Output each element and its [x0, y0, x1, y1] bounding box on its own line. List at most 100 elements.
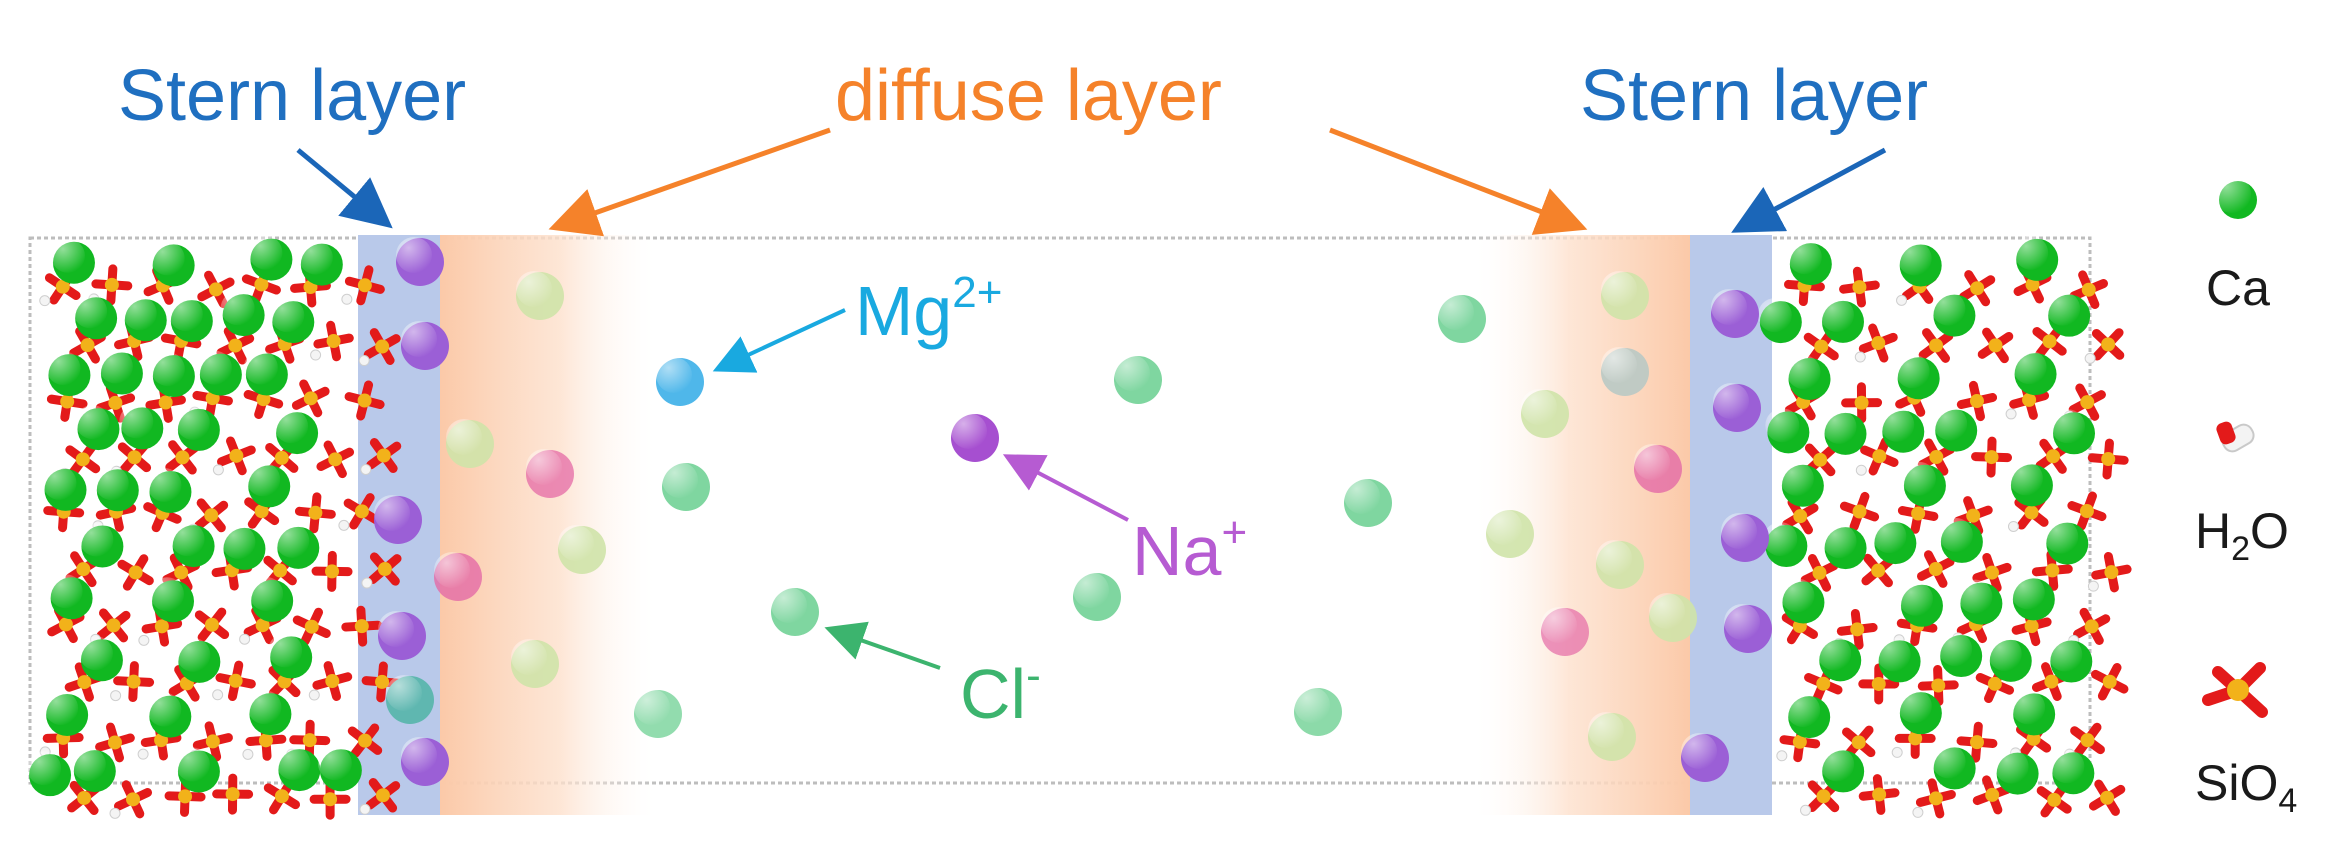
- left-slab-hydrogen-atom: [308, 689, 320, 701]
- left-slab-hydrogen-atom: [138, 634, 150, 646]
- na-ion-highlight: [1721, 513, 1757, 549]
- right-slab-calcium-highlight: [1898, 581, 1933, 616]
- right-slab-silicon-atom: [1969, 735, 1984, 750]
- left-slab-calcium-highlight: [275, 523, 310, 558]
- left-slab-hydrogen-atom: [359, 803, 371, 815]
- left-slab-hydrogen-atom: [310, 349, 322, 361]
- right-slab-silicon-atom: [1929, 338, 1944, 353]
- left-slab-silicon-atom: [256, 392, 271, 407]
- left-slab-silicon-atom: [158, 395, 173, 410]
- left-slab-silicon-atom: [126, 674, 141, 689]
- cl-label-base: Cl: [960, 655, 1026, 733]
- right-slab-calcium-highlight: [1820, 747, 1855, 782]
- right-slab-calcium-highlight: [2011, 690, 2046, 725]
- right-slab-silicon-atom: [1872, 449, 1887, 464]
- left-slab-calcium-highlight: [71, 747, 106, 782]
- left-slab-silicon-atom: [127, 450, 142, 465]
- left-slab-silicon-atom: [254, 504, 269, 519]
- na-label: Na+: [1132, 508, 1247, 590]
- left-slab-silicon-atom: [104, 277, 119, 292]
- left-slab-silicon-atom: [375, 339, 390, 354]
- na-ion-highlight: [378, 611, 414, 647]
- right-slab-calcium-highlight: [1819, 297, 1854, 332]
- right-slab-calcium-highlight: [2050, 749, 2085, 784]
- left-slab-hydrogen-atom: [358, 355, 370, 367]
- left-slab-silicon-atom: [255, 618, 270, 633]
- right-slab-calcium-highlight: [1880, 407, 1915, 442]
- left-slab-silicon-atom: [274, 789, 289, 804]
- cl-ion-highlight: [558, 525, 594, 561]
- stern-layer-label-left: Stern layer: [118, 56, 466, 136]
- right-slab-hydrogen-atom: [1891, 746, 1903, 758]
- right-slab-silicon-atom: [2081, 282, 2096, 297]
- na-label-sup: +: [1221, 508, 1247, 557]
- left-slab-silicon-atom: [126, 792, 141, 807]
- cl-ion-highlight: [1601, 271, 1637, 307]
- cl-ion-highlight: [1438, 294, 1474, 330]
- cl-ion-highlight: [1601, 347, 1637, 383]
- left-slab-silicon-atom: [80, 338, 95, 353]
- left-slab-silicon-atom: [228, 673, 243, 688]
- right-slab-silicon-atom: [1928, 562, 1943, 577]
- na-ion-highlight: [951, 413, 987, 449]
- right-slab-hydrogen-atom: [1800, 804, 1812, 816]
- left-slab-silicon-atom: [77, 675, 92, 690]
- right-slab-calcium-highlight: [2046, 291, 2081, 326]
- left-slab-calcium-highlight: [44, 691, 79, 726]
- left-slab-calcium-highlight: [247, 690, 282, 725]
- right-slab-silicon-atom: [1988, 338, 2003, 353]
- left-slab-silicon-atom: [308, 505, 323, 520]
- left-slab-silicon-atom: [326, 334, 341, 349]
- right-slab-calcium-highlight: [1786, 354, 1821, 389]
- right-slab-calcium-highlight: [2012, 350, 2047, 385]
- left-slab-calcium-highlight: [246, 462, 281, 497]
- cl-ion-highlight: [516, 271, 552, 307]
- left-slab-silicon-atom: [258, 733, 273, 748]
- left-slab-calcium-highlight: [46, 351, 81, 386]
- legend-h2o-label: H2O: [2195, 503, 2289, 568]
- right-slab-hydrogen-atom: [2087, 580, 2099, 592]
- right-slab-silicon-atom: [1929, 450, 1944, 465]
- right-slab-calcium-highlight: [2051, 409, 2086, 444]
- right-slab-silicon-atom: [1852, 504, 1867, 519]
- right-slab-silicon-atom: [2080, 733, 2095, 748]
- cl-label: Cl-: [960, 651, 1041, 733]
- cl-ion-highlight: [511, 639, 547, 675]
- left-slab-silicon-atom: [323, 792, 338, 807]
- right-slab-calcium-highlight: [1786, 693, 1821, 728]
- right-slab-calcium-highlight: [1994, 749, 2029, 784]
- right-slab-calcium-highlight: [1780, 578, 1815, 613]
- right-slab-silicon-atom: [1871, 676, 1886, 691]
- left-slab-hydrogen-atom: [239, 633, 251, 645]
- left-slab-calcium-highlight: [150, 577, 185, 612]
- diffuse-band-left: [440, 235, 660, 815]
- mg-label-base: Mg: [855, 272, 952, 350]
- left-slab-calcium-highlight: [168, 297, 203, 332]
- right-slab-hydrogen-atom: [1855, 464, 1867, 476]
- cl-ion-highlight: [1114, 355, 1150, 391]
- stern-layer-label-right: Stern layer: [1580, 56, 1928, 136]
- mg-label: Mg2+: [855, 268, 1002, 350]
- right-slab-calcium-highlight: [1822, 409, 1857, 444]
- legend-ca-label: Ca: [2206, 260, 2270, 316]
- left-slab-calcium-highlight: [298, 240, 333, 275]
- right-slab-hydrogen-atom: [2084, 352, 2096, 364]
- left-slab-calcium-highlight: [98, 349, 133, 384]
- na-ion-highlight: [1724, 604, 1760, 640]
- right-slab-silicon-atom: [2080, 395, 2095, 410]
- left-slab-silicon-atom: [55, 279, 70, 294]
- left-slab-silicon-atom: [76, 562, 91, 577]
- right-slab-silicon-atom: [2079, 504, 2094, 519]
- right-slab-calcium-highlight: [1938, 632, 1973, 667]
- left-slab-hydrogen-atom: [110, 690, 122, 702]
- na-ion-highlight: [396, 237, 432, 273]
- left-slab-calcium-highlight: [248, 235, 283, 270]
- right-slab-silicon-atom: [2024, 505, 2039, 520]
- left-slab-calcium-highlight: [78, 636, 113, 671]
- left-slab-silicon-atom: [208, 282, 223, 297]
- stern-arrow-right: [1731, 147, 1887, 233]
- silicate-legend-icon: [2202, 662, 2268, 718]
- right-slab-silicon-atom: [1850, 622, 1865, 637]
- left-slab-silicon-atom: [375, 788, 390, 803]
- left-slab-calcium-highlight: [119, 404, 154, 439]
